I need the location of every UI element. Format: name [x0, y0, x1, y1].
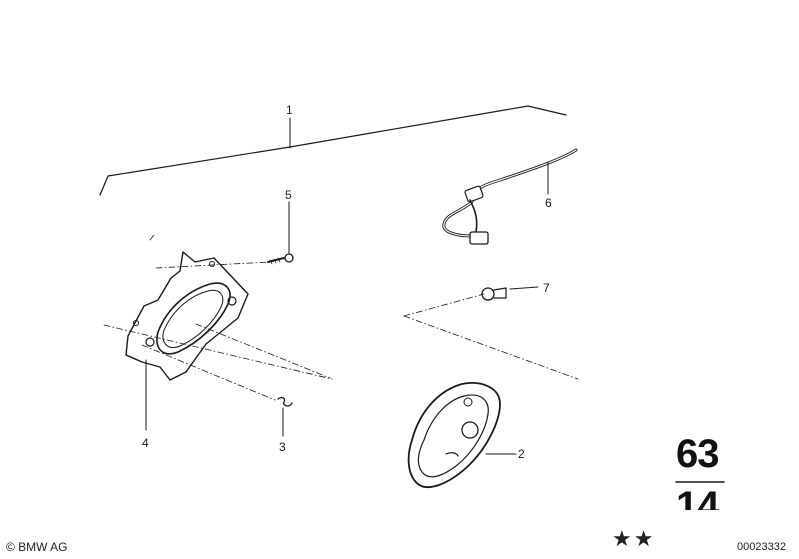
callout-7[interactable]: 7 — [543, 281, 550, 295]
callout-2[interactable]: 2 — [518, 447, 525, 461]
group-main-number: 63 — [676, 432, 719, 476]
group-sub-number: 14 — [676, 486, 719, 510]
callout-3[interactable]: 3 — [279, 440, 286, 454]
part-3-clip[interactable] — [277, 396, 293, 437]
part-4-bracket[interactable] — [125, 251, 249, 431]
copyright-text: © BMW AG — [6, 540, 68, 554]
image-number: 00023332 — [737, 541, 786, 553]
rating-stars: ★★ — [612, 526, 656, 551]
part-5-screw[interactable] — [267, 201, 294, 265]
callout-5[interactable]: 5 — [285, 188, 292, 202]
part-1-roof-outline — [99, 105, 567, 196]
assembly-lines — [103, 234, 579, 401]
callout-6[interactable]: 6 — [545, 196, 552, 210]
callout-4[interactable]: 4 — [142, 436, 149, 450]
part-2-interior-lamp[interactable] — [407, 382, 517, 489]
callout-1[interactable]: 1 — [286, 103, 293, 117]
part-6-wiring-harness[interactable] — [442, 148, 578, 245]
part-7-bulb[interactable] — [481, 286, 539, 301]
